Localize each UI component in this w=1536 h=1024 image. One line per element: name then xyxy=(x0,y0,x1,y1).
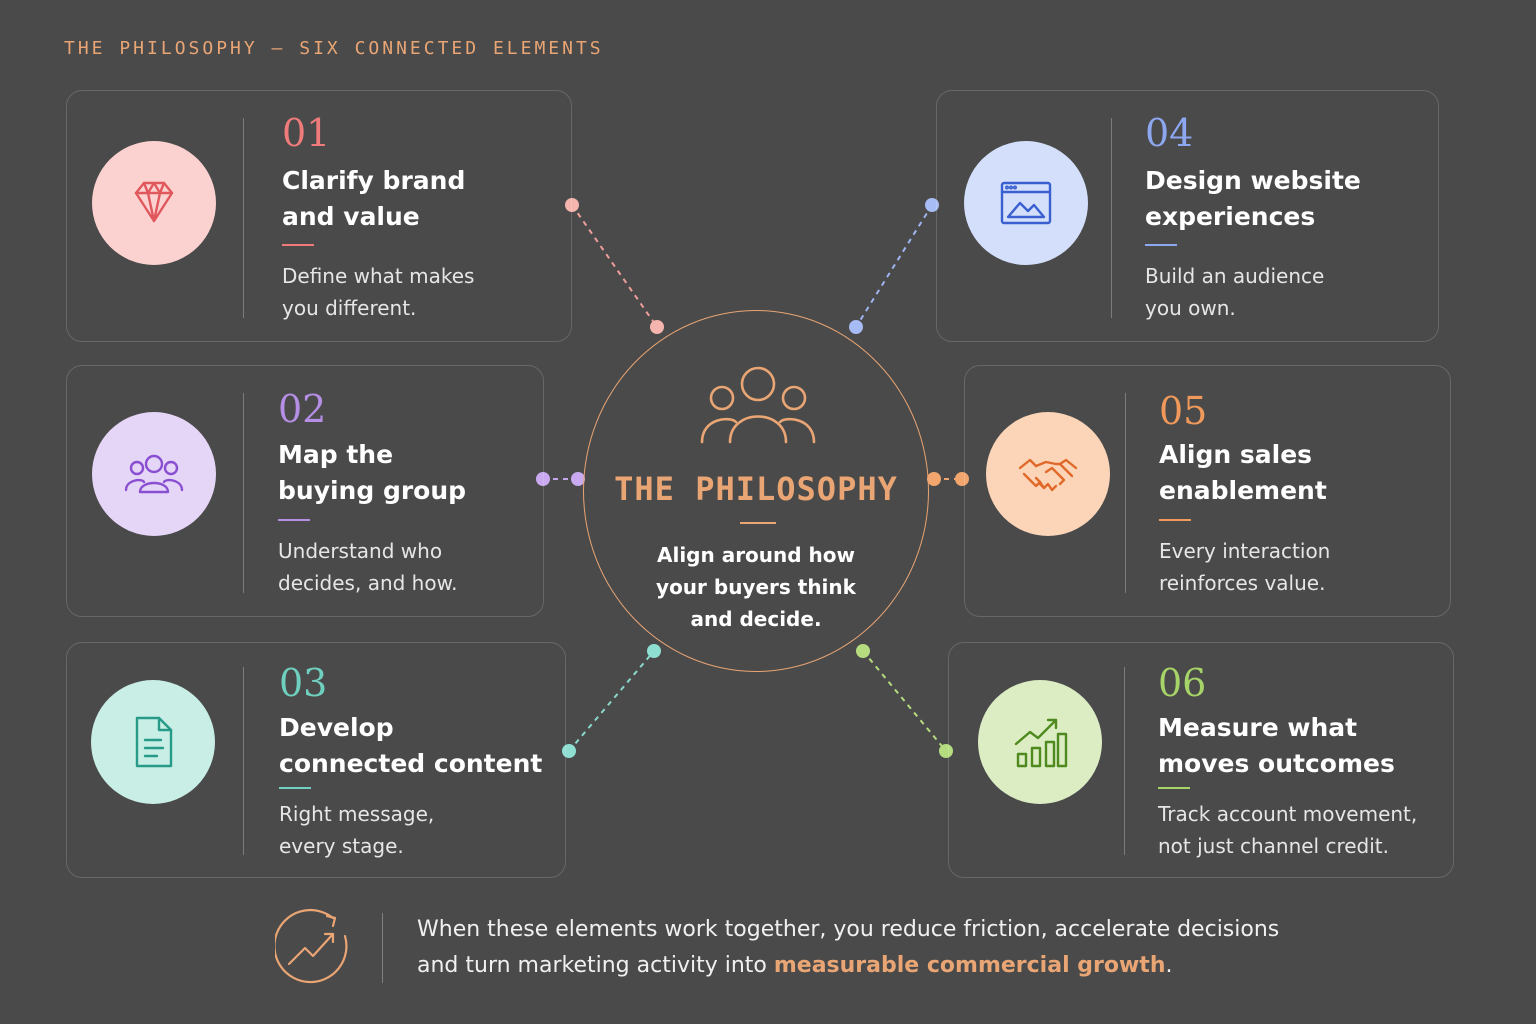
footer-statement: When these elements work together, you r… xyxy=(417,912,1317,984)
users-icon xyxy=(124,454,184,494)
element-03-divider xyxy=(243,667,244,855)
element-01-icon-circle xyxy=(92,141,216,265)
element-01-number: 01 xyxy=(282,111,331,155)
diamond-icon xyxy=(134,181,174,223)
element-05-icon-circle xyxy=(986,412,1110,536)
element-06-description: Track account movement, not just channel… xyxy=(1158,802,1418,858)
element-card-01 xyxy=(66,90,572,342)
element-card-06 xyxy=(948,642,1454,878)
philosophy-hub-circle xyxy=(583,310,929,672)
connector-06 xyxy=(856,644,953,758)
element-05-title: Align sales enablement xyxy=(1159,440,1327,505)
connector-04 xyxy=(849,198,939,334)
element-01-description: Define what makes you different. xyxy=(282,264,475,320)
element-02-title: Map the buying group xyxy=(278,440,467,505)
element-02-rule xyxy=(278,519,310,521)
element-card-04 xyxy=(936,90,1439,342)
footer-divider xyxy=(382,913,383,983)
handshake-icon xyxy=(1018,458,1078,492)
footer-text-end: . xyxy=(1165,953,1173,978)
element-06-divider xyxy=(1124,667,1125,855)
people-group-icon xyxy=(700,366,816,444)
element-04-description: Build an audience you own. xyxy=(1145,264,1325,320)
connector-03 xyxy=(562,644,661,758)
element-06-rule xyxy=(1158,787,1190,789)
element-06-title: Measure what moves outcomes xyxy=(1158,713,1395,778)
document-icon xyxy=(135,716,173,768)
element-01-rule xyxy=(282,244,314,246)
element-03-number: 03 xyxy=(279,661,328,705)
hub-text: Align around how your buyers think and d… xyxy=(656,543,856,631)
element-01-divider xyxy=(243,118,244,318)
connector-02 xyxy=(536,472,585,486)
element-02-icon-circle xyxy=(92,412,216,536)
element-04-icon-circle xyxy=(964,141,1088,265)
trend-up-icon xyxy=(275,908,348,984)
element-04-number: 04 xyxy=(1145,111,1194,155)
element-01-title: Clarify brand and value xyxy=(282,166,466,231)
browser-window-icon xyxy=(1000,181,1052,225)
connector-01 xyxy=(565,198,664,334)
element-02-description: Understand who decides, and how. xyxy=(278,539,458,595)
element-06-number: 06 xyxy=(1158,661,1207,705)
element-03-description: Right message, every stage. xyxy=(279,802,435,858)
element-05-divider xyxy=(1125,393,1126,593)
footer-highlight: measurable commercial growth xyxy=(773,953,1166,978)
element-card-05 xyxy=(964,365,1451,617)
element-05-description: Every interaction reinforces value. xyxy=(1159,539,1331,595)
element-card-02 xyxy=(66,365,544,617)
element-03-rule xyxy=(279,787,311,789)
page-kicker: THE PHILOSOPHY — SIX CONNECTED ELEMENTS xyxy=(64,38,604,59)
footer-text-lead: When these elements work together, you r… xyxy=(417,917,1280,978)
element-03-title: Develop connected content xyxy=(279,713,543,778)
element-02-divider xyxy=(243,393,244,593)
element-03-icon-circle xyxy=(91,680,215,804)
element-02-number: 02 xyxy=(278,387,327,431)
growth-chart-icon xyxy=(1014,718,1068,768)
hub-rule xyxy=(740,522,776,524)
element-05-number: 05 xyxy=(1159,389,1208,433)
connector-05 xyxy=(927,472,969,486)
element-04-title: Design website experiences xyxy=(1145,166,1361,231)
element-04-divider xyxy=(1111,118,1112,318)
element-04-rule xyxy=(1145,244,1177,246)
element-card-03 xyxy=(66,642,566,878)
hub-title: THE PHILOSOPHY xyxy=(614,470,898,508)
element-05-rule xyxy=(1159,519,1191,521)
element-06-icon-circle xyxy=(978,680,1102,804)
